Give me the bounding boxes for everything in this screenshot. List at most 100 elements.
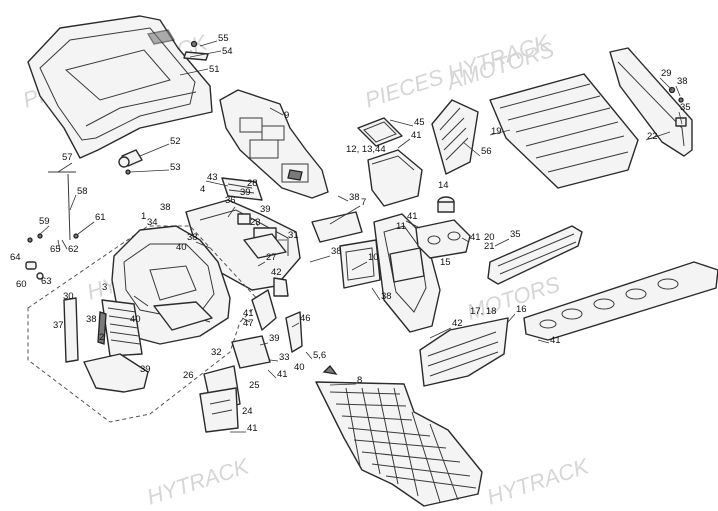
leader-line — [678, 111, 683, 125]
part-number-57: 57 — [62, 152, 73, 163]
part-number-38a: 38 — [160, 202, 171, 213]
part-number-9: 9 — [284, 110, 289, 121]
part-knob — [118, 149, 143, 175]
leader-line — [195, 241, 211, 249]
part-side-panel — [609, 47, 693, 157]
leader-line — [291, 322, 300, 328]
part-number-16: 16 — [516, 304, 527, 315]
part-left-grille — [63, 297, 149, 393]
part-number-54: 54 — [222, 46, 233, 57]
part-number-59: 59 — [39, 216, 50, 227]
leader-line — [351, 261, 368, 271]
part-number-25: 25 — [249, 380, 260, 391]
part-number-42b: 42 — [452, 318, 463, 329]
leader-line — [305, 351, 313, 360]
part-number-40b: 40 — [130, 314, 141, 325]
part-number-37: 37 — [53, 320, 64, 331]
part-number-38d: 38 — [331, 246, 342, 257]
leader-line — [675, 85, 681, 97]
watermark: HYTRACK — [484, 453, 593, 510]
part-number-1: 1 — [141, 211, 146, 222]
part-rods — [25, 171, 79, 280]
part-number-17-18: 17, 18 — [470, 306, 496, 317]
leader-line — [337, 195, 349, 202]
part-number-41g: 41 — [550, 335, 561, 346]
part-number-23: 23 — [250, 217, 261, 228]
part-number-58: 58 — [77, 186, 88, 197]
leader-line — [405, 220, 421, 229]
part-number-39c: 39 — [140, 364, 151, 375]
leader-line — [462, 141, 481, 157]
part-number-14: 14 — [438, 180, 449, 191]
leader-line — [69, 194, 77, 211]
leader-line — [269, 359, 279, 362]
part-number-8: 8 — [357, 375, 362, 386]
part-number-51: 51 — [209, 64, 220, 75]
leader-line — [507, 313, 516, 323]
part-number-31: 31 — [288, 230, 299, 241]
leader-line — [129, 169, 170, 173]
leader-line — [189, 50, 222, 58]
part-number-40a: 40 — [176, 242, 187, 253]
leader-line — [309, 255, 331, 263]
part-number-56: 56 — [481, 146, 492, 157]
part-number-7: 7 — [361, 197, 366, 208]
leader-line — [257, 261, 266, 267]
part-number-12-13-44: 12, 13,44 — [346, 144, 386, 155]
part-storage-box — [357, 117, 423, 207]
leader-line — [254, 218, 259, 227]
part-number-5-6: 5,6 — [313, 350, 326, 361]
leader-line — [139, 143, 170, 157]
part-number-15: 15 — [440, 257, 451, 268]
part-number-41b: 41 — [277, 369, 288, 380]
part-number-41c: 41 — [247, 423, 258, 434]
part-number-63: 63 — [41, 276, 52, 287]
part-side-rail — [487, 225, 583, 285]
leader-line — [57, 162, 73, 173]
leader-line — [645, 131, 671, 141]
part-number-39a: 39 — [240, 187, 251, 198]
leader-line — [461, 237, 470, 243]
watermark: HYTRACK — [144, 453, 253, 510]
part-number-26: 26 — [183, 370, 194, 381]
part-number-42a: 42 — [271, 267, 282, 278]
part-number-21: 21 — [484, 241, 495, 252]
leader-line — [537, 339, 550, 344]
part-deck-panel — [489, 73, 639, 189]
part-number-35a: 35 — [510, 229, 521, 240]
leader-line — [389, 119, 414, 127]
part-number-41f: 41 — [470, 232, 481, 243]
part-number-38b: 38 — [187, 232, 198, 243]
part-number-36: 36 — [225, 195, 236, 206]
part-number-34: 34 — [147, 217, 158, 228]
part-number-3: 3 — [102, 282, 107, 293]
part-number-19: 19 — [491, 126, 502, 137]
leader-line — [57, 239, 61, 251]
part-number-11: 11 — [396, 221, 406, 232]
leader-line — [269, 107, 284, 116]
part-fins — [431, 99, 479, 175]
part-number-46: 46 — [300, 313, 311, 324]
part-number-47: 47 — [243, 318, 254, 329]
part-lower-center — [199, 277, 303, 433]
part-number-30: 30 — [63, 291, 74, 302]
leader-line — [659, 77, 673, 91]
part-number-65: 65 — [50, 244, 61, 255]
leader-line — [329, 205, 361, 225]
part-number-41d: 41 — [411, 130, 422, 141]
part-floor-strip — [523, 261, 718, 341]
part-number-38g: 38 — [677, 76, 688, 87]
leader-line — [205, 180, 229, 187]
part-number-38e: 38 — [86, 314, 97, 325]
leader-line — [37, 225, 50, 237]
part-number-24: 24 — [242, 406, 253, 417]
part-number-53: 53 — [170, 162, 181, 173]
part-number-45: 45 — [414, 117, 425, 128]
part-number-32: 32 — [211, 347, 222, 358]
part-number-39b: 39 — [260, 204, 271, 215]
part-number-38c: 38 — [349, 192, 360, 203]
part-number-43: 43 — [207, 172, 218, 183]
